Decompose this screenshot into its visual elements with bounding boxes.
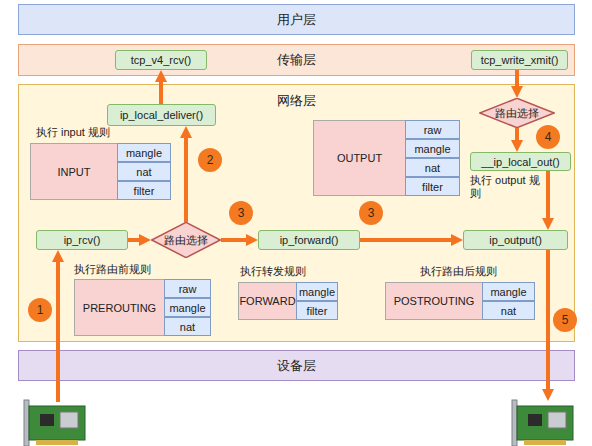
table-cell: nat: [117, 162, 171, 181]
flow-arrow: [360, 238, 454, 242]
table-name: mangle: [490, 286, 526, 298]
chain-table: INPUT mangle nat filter: [30, 143, 171, 200]
table-name: mangle: [414, 143, 450, 155]
layer-band: 用户层: [18, 4, 575, 35]
table-cell: mangle: [296, 282, 338, 301]
decision-label: 路由选择: [164, 233, 208, 248]
decision-diamond: 路由选择: [479, 98, 555, 128]
function-box: ip_forward(): [258, 230, 360, 250]
table-name: filter: [422, 181, 443, 193]
table-name: raw: [179, 283, 197, 295]
table-name: filter: [307, 305, 328, 317]
chain-name: POSTROUTING: [386, 283, 482, 319]
function-name: __ip_local_out(): [481, 156, 559, 168]
chain-table: OUTPUT raw mangle nat filter: [313, 120, 460, 196]
table-cell: filter: [117, 181, 171, 200]
function-name: tcp_v4_rcv(): [131, 54, 192, 66]
table-cell: nat: [482, 301, 535, 320]
layer-name: 用户层: [277, 11, 316, 29]
table-cell: nat: [405, 158, 460, 177]
flow-arrow: [128, 238, 142, 242]
function-name: tcp_write_xmit(): [481, 54, 559, 66]
layer-name: 网络层: [277, 92, 316, 110]
flow-arrow: [159, 79, 163, 104]
card-board: [29, 406, 85, 440]
layer-name: 传输层: [277, 51, 316, 69]
function-box: ip_local_deliver(): [107, 104, 216, 126]
table-name: mangle: [169, 302, 205, 314]
chain-name: PREROUTING: [75, 280, 164, 335]
chain-name: OUTPUT: [314, 121, 405, 195]
card-board: [517, 406, 573, 440]
card-bracket: [24, 400, 29, 446]
table-name: nat: [180, 321, 195, 333]
flow-arrow: [515, 128, 519, 143]
card-chip: [60, 412, 78, 428]
flow-arrow: [184, 135, 188, 222]
table-name: filter: [134, 185, 155, 197]
layer-band: 设备层: [18, 350, 575, 381]
flow-arrow: [546, 171, 550, 221]
card-pins: [36, 440, 78, 445]
card-chip: [528, 414, 542, 426]
layer-name: 设备层: [277, 357, 316, 375]
table-name: nat: [425, 162, 440, 174]
table-name: nat: [501, 305, 516, 317]
card-chip: [40, 414, 54, 426]
table-cell: raw: [405, 120, 460, 139]
chain-table: POSTROUTING mangle nat: [385, 282, 535, 320]
chain-name: INPUT: [31, 144, 117, 199]
layer-band: 网络层 ip_local_deliver() 路由选择 OUTPUT raw mangle…: [18, 84, 575, 342]
table-cell: mangle: [164, 298, 211, 317]
function-box: ip_rcv(): [36, 230, 128, 250]
flow-arrow: [546, 250, 550, 392]
table-name: raw: [424, 124, 442, 136]
table-cell: filter: [296, 301, 338, 320]
function-name: ip_output(): [489, 234, 542, 246]
function-box: ip_output(): [463, 230, 568, 250]
function-box: __ip_local_out(): [470, 152, 571, 171]
table-name: nat: [136, 166, 151, 178]
network-card: [512, 400, 573, 446]
card-bracket: [512, 400, 517, 446]
flow-arrow: [221, 238, 249, 242]
chain-table: PREROUTING raw mangle nat: [74, 279, 211, 336]
function-name: ip_rcv(): [64, 234, 101, 246]
table-cell: filter: [405, 177, 460, 196]
table-cell: mangle: [405, 139, 460, 158]
card-pins: [524, 440, 566, 445]
table-name: mangle: [299, 286, 335, 298]
chain-name: FORWARD: [239, 283, 296, 319]
table-cell: mangle: [117, 143, 171, 162]
flow-arrow: [56, 259, 60, 402]
diamond-shape: [152, 222, 221, 257]
function-name: ip_local_deliver(): [120, 109, 203, 121]
function-name: ip_forward(): [280, 234, 339, 246]
chain-table: FORWARDmangle filter: [238, 282, 338, 320]
flow-arrow: [515, 70, 519, 89]
table-cell: nat: [164, 317, 211, 336]
table-cell: raw: [164, 279, 211, 298]
table-name: mangle: [126, 147, 162, 159]
card-chip: [548, 412, 566, 428]
decision-label: 路由选择: [495, 106, 539, 121]
network-card: [24, 400, 85, 446]
table-cell: mangle: [482, 282, 535, 301]
layer-band: 传输层 tcp_v4_rcv() tcp_write_xmit(): [18, 44, 575, 76]
diamond-shape: [480, 98, 554, 127]
function-box: tcp_v4_rcv(): [115, 50, 207, 70]
function-box: tcp_write_xmit(): [471, 50, 568, 70]
decision-diamond: 路由选择: [151, 222, 221, 258]
